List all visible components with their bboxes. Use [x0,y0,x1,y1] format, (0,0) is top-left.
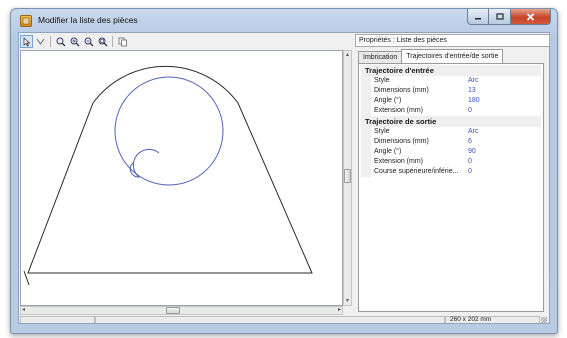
internal-hole [114,76,224,186]
status-cell [20,316,95,323]
scroll-down-arrow-icon[interactable]: ▾ [345,298,349,304]
property-key: Angle (°) [374,97,402,104]
vertical-scroll-thumb[interactable] [344,169,351,183]
property-key: Style [374,128,390,135]
pointer-tool-button[interactable] [20,35,33,48]
property-value[interactable]: 90 [468,148,476,155]
property-value[interactable]: Arc [468,128,479,135]
zoom-fit-icon [56,37,65,46]
property-key: Dimensions (mm) [374,138,429,145]
dialog-client-area: ▴ ▾ ◂ ▸ Propriétés : Liste des pièces Im… [18,32,550,324]
zoom-in-button[interactable] [68,35,81,48]
status-bar: 260 x 202 mm [20,316,548,323]
property-row[interactable]: Angle (°) 90 [361,147,541,157]
horizontal-scroll-thumb[interactable] [166,307,180,314]
scroll-left-arrow-icon[interactable]: ◂ [22,307,26,313]
status-dimensions: 260 x 202 mm [450,316,492,323]
lead-in-line [23,270,30,286]
property-key: Extension (mm) [374,107,424,114]
lead-in-arc [129,148,160,178]
scroll-right-arrow-icon[interactable]: ▸ [337,307,341,313]
property-row[interactable]: Style Arc [361,76,541,86]
scroll-up-arrow-icon[interactable]: ▴ [345,52,349,58]
property-value[interactable]: 0 [468,107,472,114]
toolbar-separator [50,36,51,47]
select-tool-button[interactable] [34,35,47,48]
property-row[interactable]: Course supérieure/inférie... 0 [361,167,541,177]
property-key: Course supérieure/inférie... [374,168,459,175]
property-key: Style [374,77,390,84]
tab-imbrication[interactable]: Imbrication [358,51,403,63]
caption-buttons [467,9,551,25]
property-row[interactable]: Angle (°) 180 [361,96,541,106]
app-window: Modifier la liste des pièces [10,8,558,334]
property-value[interactable]: 0 [468,168,472,175]
window-title: Modifier la liste des pièces [38,15,138,25]
zoom-out-icon [84,37,93,46]
part-preview-canvas[interactable] [20,50,343,306]
maximize-button[interactable] [489,9,511,25]
properties-header: Propriétés : Liste des pièces [355,34,550,47]
property-key: Angle (°) [374,148,402,155]
property-key: Dimensions (mm) [374,87,429,94]
property-value[interactable]: 6 [468,138,472,145]
properties-tabs: Imbrication Trajectoires d'entrée/de sor… [358,49,504,63]
property-value[interactable]: 0 [468,158,472,165]
property-row[interactable]: Dimensions (mm) 13 [361,86,541,96]
copy-icon [118,37,127,46]
part-outline [27,65,313,274]
app-icon[interactable] [20,15,32,27]
drawing-toolbar [20,34,340,49]
title-bar[interactable]: Modifier la liste des pièces [11,9,557,29]
property-row[interactable]: Extension (mm) 0 [361,157,541,167]
canvas-horizontal-scrollbar[interactable]: ◂ ▸ [20,306,343,315]
tab-trajectoires[interactable]: Trajectoires d'entrée/de sortie [401,49,504,63]
select-icon [36,38,45,45]
section-header-entree: Trajectoire d'entrée [361,65,541,76]
minimize-button[interactable] [467,9,489,25]
close-icon [526,12,535,21]
minimize-icon [475,17,481,19]
status-cell [95,316,445,323]
resize-grip-icon[interactable] [541,317,547,323]
zoom-in-icon [70,37,79,46]
properties-panel: Propriétés : Liste des pièces Imbricatio… [355,34,550,315]
close-button[interactable] [511,9,551,25]
property-row[interactable]: Dimensions (mm) 6 [361,137,541,147]
part-drawing [23,65,313,286]
zoom-fit-button[interactable] [54,35,67,48]
property-value[interactable]: 180 [468,97,480,104]
toolbar-separator [112,36,113,47]
property-key: Extension (mm) [374,158,424,165]
maximize-icon [495,13,504,20]
zoom-window-button[interactable] [96,35,109,48]
pointer-icon [23,36,31,46]
property-value[interactable]: Arc [468,77,479,84]
canvas-vertical-scrollbar[interactable]: ▴ ▾ [343,50,352,306]
status-cell [445,316,540,323]
property-row[interactable]: Style Arc [361,127,541,137]
property-value[interactable]: 13 [468,87,476,94]
section-header-sortie: Trajectoire de sortie [361,116,541,127]
zoom-window-icon [98,37,107,46]
zoom-out-button[interactable] [82,35,95,48]
copy-button[interactable] [116,35,129,48]
property-row[interactable]: Extension (mm) 0 [361,106,541,116]
